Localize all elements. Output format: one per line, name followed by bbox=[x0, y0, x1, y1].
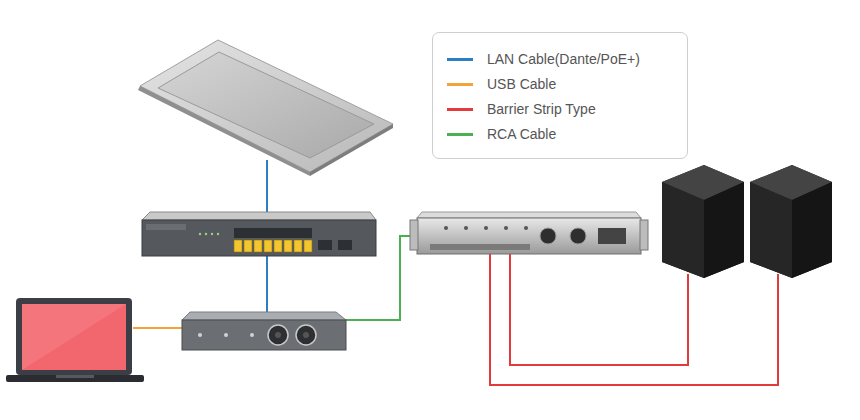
legend-swatch bbox=[447, 83, 473, 86]
lan-wire bbox=[266, 256, 268, 314]
legend-text: RCA Cable bbox=[487, 126, 556, 142]
laptop bbox=[6, 298, 144, 382]
loudspeaker bbox=[662, 165, 744, 278]
legend-box: LAN Cable(Dante/PoE+) USB CableBarrier St… bbox=[432, 32, 688, 159]
wires bbox=[133, 160, 778, 385]
legend-text: Barrier Strip Type bbox=[487, 101, 596, 117]
legend-row: USB Cable bbox=[447, 74, 556, 94]
loudspeaker bbox=[750, 165, 832, 278]
speaker-wire bbox=[510, 254, 688, 365]
legend-text: LAN Cable(Dante/PoE+) bbox=[487, 51, 640, 67]
legend-swatch bbox=[447, 58, 473, 61]
ceiling-speaker bbox=[138, 40, 393, 176]
legend-row: RCA Cable bbox=[447, 124, 556, 144]
legend-row: LAN Cable(Dante/PoE+) bbox=[447, 49, 640, 69]
power-amplifier bbox=[410, 212, 648, 254]
legend-swatch bbox=[447, 108, 473, 111]
network-switch bbox=[142, 212, 376, 256]
legend-row: Barrier Strip Type bbox=[447, 99, 596, 119]
legend-swatch bbox=[447, 133, 473, 136]
usb-wire bbox=[133, 327, 184, 329]
legend-text: USB Cable bbox=[487, 76, 556, 92]
lan-wire bbox=[266, 160, 268, 214]
speaker-wire bbox=[490, 254, 778, 385]
audio-interface bbox=[182, 312, 346, 350]
